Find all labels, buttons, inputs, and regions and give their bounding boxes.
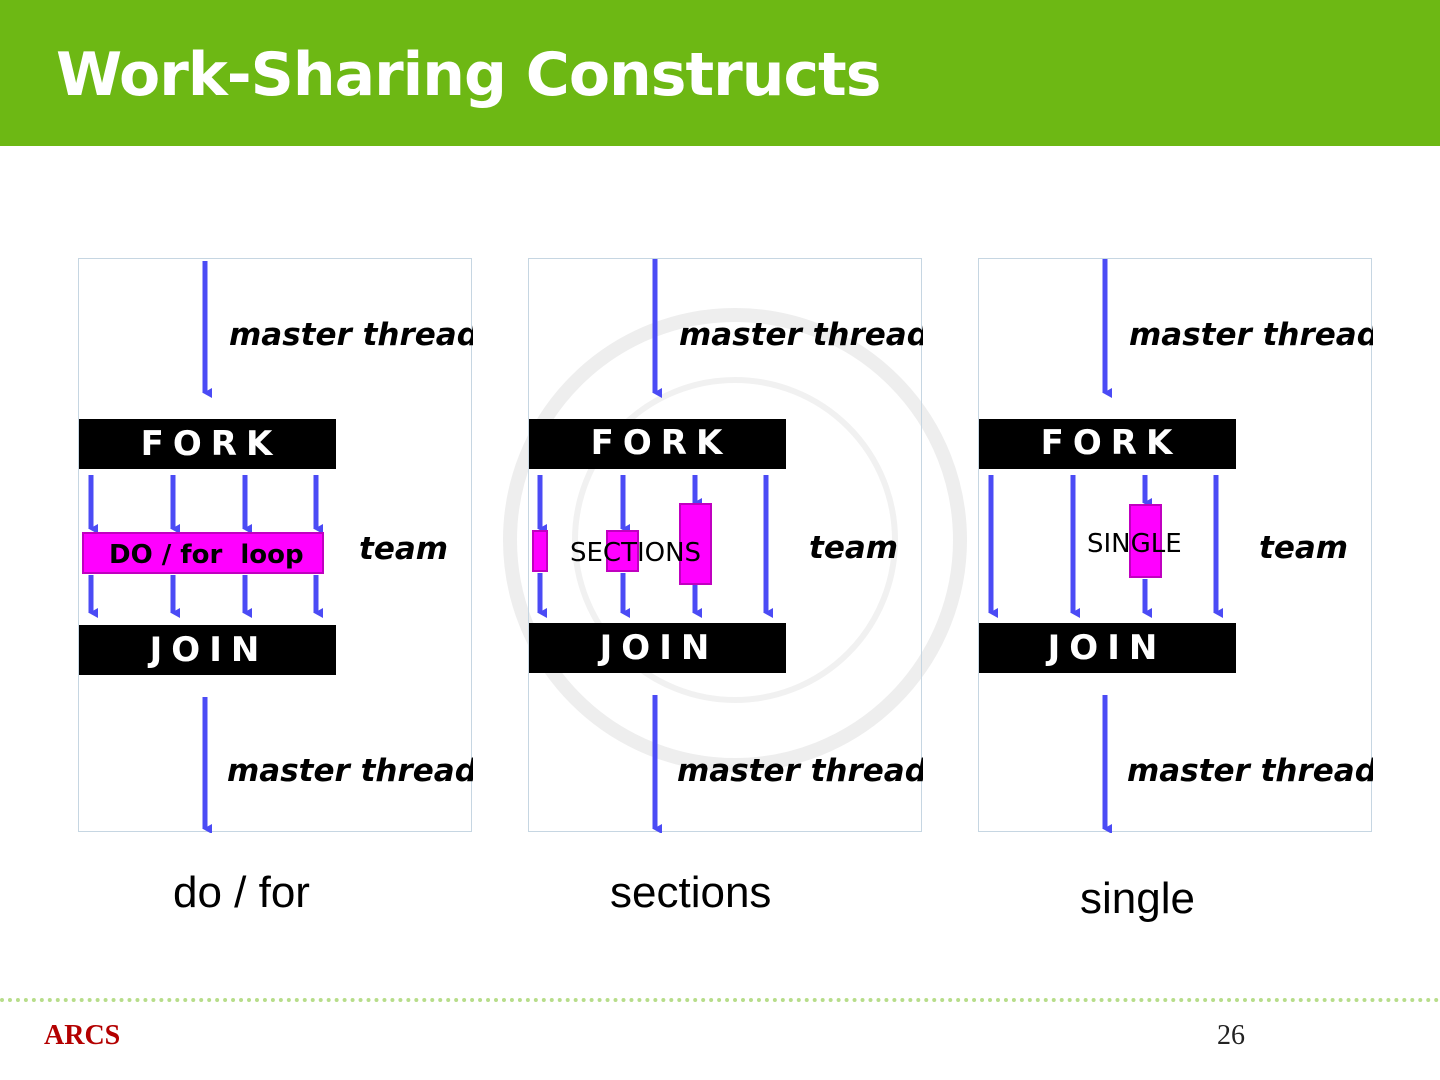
join-label: JOIN xyxy=(148,630,269,670)
fork-label: FORK xyxy=(591,423,732,463)
diagram-panel-do-for: master thread FORK DO / for loop team JO… xyxy=(78,258,473,833)
join-label: JOIN xyxy=(1046,628,1167,668)
master-thread-label-bottom: master thread xyxy=(1127,753,1373,789)
page-number: 26 xyxy=(1217,1020,1245,1051)
team-label: team xyxy=(359,531,448,567)
fork-bar xyxy=(79,419,336,469)
master-thread-label-bottom: master thread xyxy=(227,753,473,789)
join-bar xyxy=(979,623,1236,673)
master-thread-label-bottom: master thread xyxy=(677,753,923,789)
join-bar xyxy=(79,625,336,675)
join-bar xyxy=(529,623,786,673)
section-box xyxy=(679,503,712,585)
master-thread-label-top: master thread xyxy=(229,317,473,353)
master-thread-label-top: master thread xyxy=(1129,317,1373,353)
fork-bar xyxy=(529,419,786,469)
construct-label: SINGLE xyxy=(1087,529,1182,559)
diagram-panel-single: master thread FORK SINGLE team JOIN mast… xyxy=(978,258,1373,833)
diagram-panel-sections: master thread FORK SECTIONS team JOIN ma… xyxy=(528,258,923,833)
footer-brand: ARCS xyxy=(44,1020,121,1051)
slide-title: Work-Sharing Constructs xyxy=(56,40,881,110)
team-label: team xyxy=(1259,530,1348,566)
fork-label: FORK xyxy=(1041,423,1182,463)
seal-watermark xyxy=(503,308,967,772)
footer-divider xyxy=(0,998,1440,1002)
join-label: JOIN xyxy=(598,628,719,668)
single-box xyxy=(1129,504,1162,578)
caption-sections: sections xyxy=(610,868,772,917)
fork-label: FORK xyxy=(141,424,282,464)
construct-label: DO / for loop xyxy=(109,540,304,570)
construct-label: SECTIONS xyxy=(570,538,701,568)
construct-box xyxy=(82,532,324,574)
caption-do-for: do / for xyxy=(173,868,310,917)
master-thread-label-top: master thread xyxy=(679,317,923,353)
title-bar: Work-Sharing Constructs xyxy=(0,0,1440,146)
section-box xyxy=(606,530,639,572)
caption-single: single xyxy=(1080,874,1195,923)
section-box xyxy=(532,530,548,572)
fork-bar xyxy=(979,419,1236,469)
team-label: team xyxy=(809,530,898,566)
